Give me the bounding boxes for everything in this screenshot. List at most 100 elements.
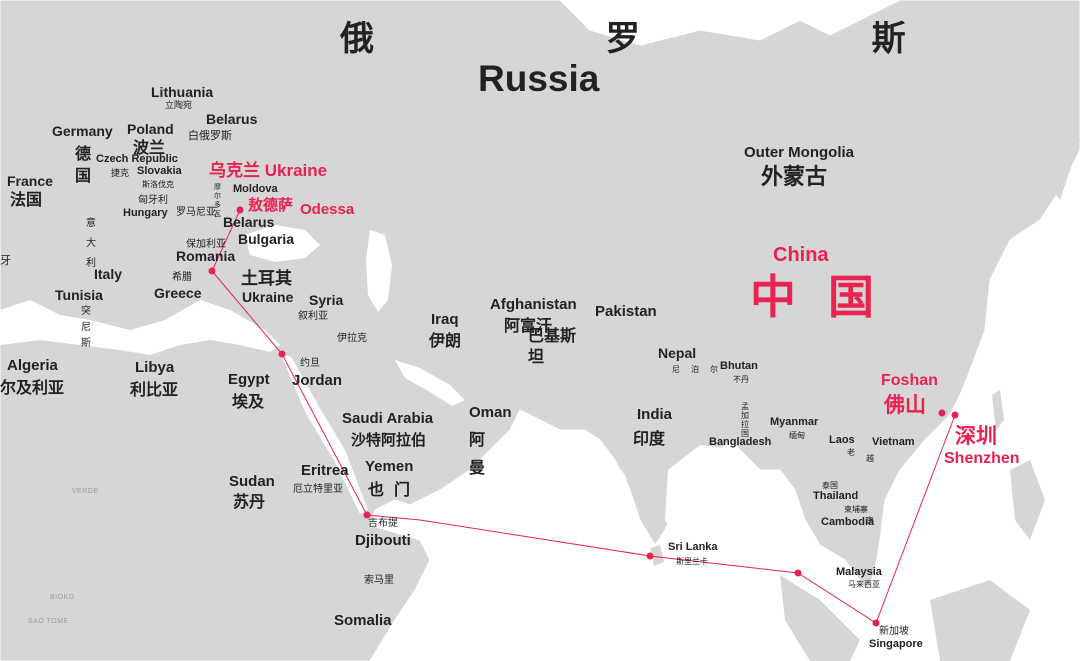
bay-of-bengal — [665, 445, 790, 565]
hungary-en-label: Hungary — [123, 207, 168, 219]
pakistan-zh-label: 巴基斯坦 — [528, 326, 577, 366]
thailand-en-label: Thailand — [813, 490, 859, 502]
poland-en-label: Poland — [127, 121, 174, 137]
france-en-label: France — [7, 173, 53, 189]
libya-zh-label: 利比亚 — [130, 380, 179, 399]
srilanka-zh-label: 斯里兰卡 — [676, 557, 708, 566]
libya-en-label: Libya — [135, 359, 175, 376]
djibouti-zh-label: 吉布提 — [368, 518, 398, 529]
nepal-zh-label: 尼泊尔 — [672, 365, 729, 374]
iraq2-zh-label: 伊拉克 — [337, 333, 367, 344]
czech-zh-label: 捷克 — [111, 169, 130, 179]
hungary-zh-label: 匈牙利 — [138, 195, 168, 206]
foshan-en-label: Foshan — [881, 372, 938, 389]
turkey-en-label: Ukraine — [242, 289, 294, 305]
eritrea-zh-label: 厄立特里亚 — [293, 484, 343, 495]
slovakia-en-label: Slovakia — [137, 165, 182, 177]
eritrea-en-label: Eritrea — [301, 462, 349, 479]
borneo-island — [930, 580, 1030, 661]
greece-en-label: Greece — [154, 285, 202, 301]
ghost-label-bioko: BIOKO — [50, 594, 75, 601]
arabian-sea — [450, 435, 640, 540]
myanmar-zh-label: 缅甸 — [789, 431, 805, 440]
ukraine-highlight-label: 乌克兰 Ukraine — [209, 161, 328, 180]
oman-zh-label: 阿曼 — [469, 430, 486, 477]
yemen-en-label: Yemen — [365, 458, 414, 475]
odessa-port-dot — [236, 206, 244, 214]
poland-zh-label: 波兰 — [133, 138, 166, 157]
thailand-zh-label: 泰国 — [822, 481, 838, 490]
bulgaria-en-label: Bulgaria — [238, 231, 295, 247]
persian-gulf — [395, 360, 465, 406]
foshan-city-dot — [938, 409, 946, 417]
france-zh-label: 法国 — [10, 190, 43, 209]
afghanistan-zh-label: 阿富汗 — [504, 316, 553, 335]
pakistan-en-label: Pakistan — [595, 303, 657, 320]
bulgaria-zh-label: 保加利亚 — [186, 239, 226, 250]
belarus2-en-label: Belarus — [223, 214, 275, 230]
saudi-en-label: Saudi Arabia — [342, 410, 434, 427]
algeria-zh-label: 尔及利亚 — [0, 378, 65, 397]
vietnam-zh-label: 越南 — [866, 454, 874, 525]
tunisia-en-label: Tunisia — [55, 287, 103, 303]
south-china-sea — [885, 420, 990, 610]
afghanistan-en-label: Afghanistan — [490, 296, 577, 313]
turkey-zh-label: 土耳其 — [241, 269, 292, 289]
djibouti-en-label: Djibouti — [355, 532, 411, 549]
vietnam-en-label: Vietnam — [872, 436, 915, 448]
caspian-sea — [366, 230, 392, 312]
egypt-zh-label: 埃及 — [232, 392, 265, 411]
iraq-zh-label: 伊朗 — [429, 331, 462, 350]
somalia-en-label: Somalia — [334, 612, 392, 629]
shenzhen-en-label: Shenzhen — [944, 450, 1020, 467]
singapore-zh-label: 新加坡 — [879, 626, 909, 637]
germany-en-label: Germany — [52, 123, 113, 139]
singapore-en-label: Singapore — [869, 638, 923, 650]
laos-zh-label: 老 — [847, 448, 855, 457]
india-en-label: India — [637, 406, 673, 423]
sudan-zh-label: 苏丹 — [233, 492, 266, 511]
somalia-zh-label: 索马里 — [364, 575, 394, 586]
belarus-en-label: Belarus — [206, 111, 258, 127]
oman-en-label: Oman — [469, 404, 512, 421]
algeria-en-label: Algeria — [7, 357, 58, 374]
suez-port-dot — [278, 350, 286, 358]
bangladesh-en-label: Bangladesh — [709, 436, 772, 448]
china-en-label: China — [773, 244, 829, 266]
bangladesh-zh-label: 孟加拉国 — [741, 402, 749, 438]
singapore-port-dot — [872, 619, 880, 627]
sudan-en-label: Sudan — [229, 473, 275, 490]
moldova-en-label: Moldova — [233, 183, 278, 195]
bhutan-en-label: Bhutan — [720, 360, 758, 372]
odessa-zh-label: 敖德萨 — [248, 196, 294, 214]
ghost-label-verde: VERDE — [72, 488, 99, 495]
sri-lanka-island — [650, 545, 664, 566]
yemen-zh-label: 也门 — [368, 480, 421, 499]
malaysia-zh-label: 马来西亚 — [848, 580, 880, 589]
moldova-zh-label: 摩尔多瓦 — [214, 183, 221, 218]
foshan-zh-label: 佛山 — [884, 393, 926, 417]
lithuania-zh-label: 立陶宛 — [165, 101, 193, 111]
sri-lanka-port-dot — [646, 552, 654, 560]
syria-en-label: Syria — [309, 292, 344, 308]
jordan-en-label: Jordan — [292, 372, 343, 389]
bhutan-zh-label: 不丹 — [733, 375, 749, 384]
mediterranean-sea — [0, 300, 280, 355]
china-zh-label: 中 国 — [750, 270, 883, 324]
mongolia-en-label: Outer Mongolia — [744, 144, 854, 161]
romania-zh-label: 罗马尼亚 — [176, 207, 216, 218]
srilanka-en-label: Sri Lanka — [668, 541, 718, 553]
spain-zh-label: 牙 — [0, 254, 11, 267]
nepal-en-label: Nepal — [658, 345, 697, 361]
sumatra-island — [780, 575, 860, 661]
russia-en-label: Russia — [478, 58, 600, 99]
germany-zh-label: 德国 — [75, 144, 92, 185]
cambodia-en-label: Cambodia — [821, 516, 875, 528]
jordan-zh-label: 约旦 — [300, 358, 320, 369]
romania-en-label: Romania — [176, 248, 236, 264]
philippines-islands — [1010, 460, 1045, 540]
taiwan-island — [992, 390, 1004, 430]
lithuania-en-label: Lithuania — [151, 84, 214, 100]
